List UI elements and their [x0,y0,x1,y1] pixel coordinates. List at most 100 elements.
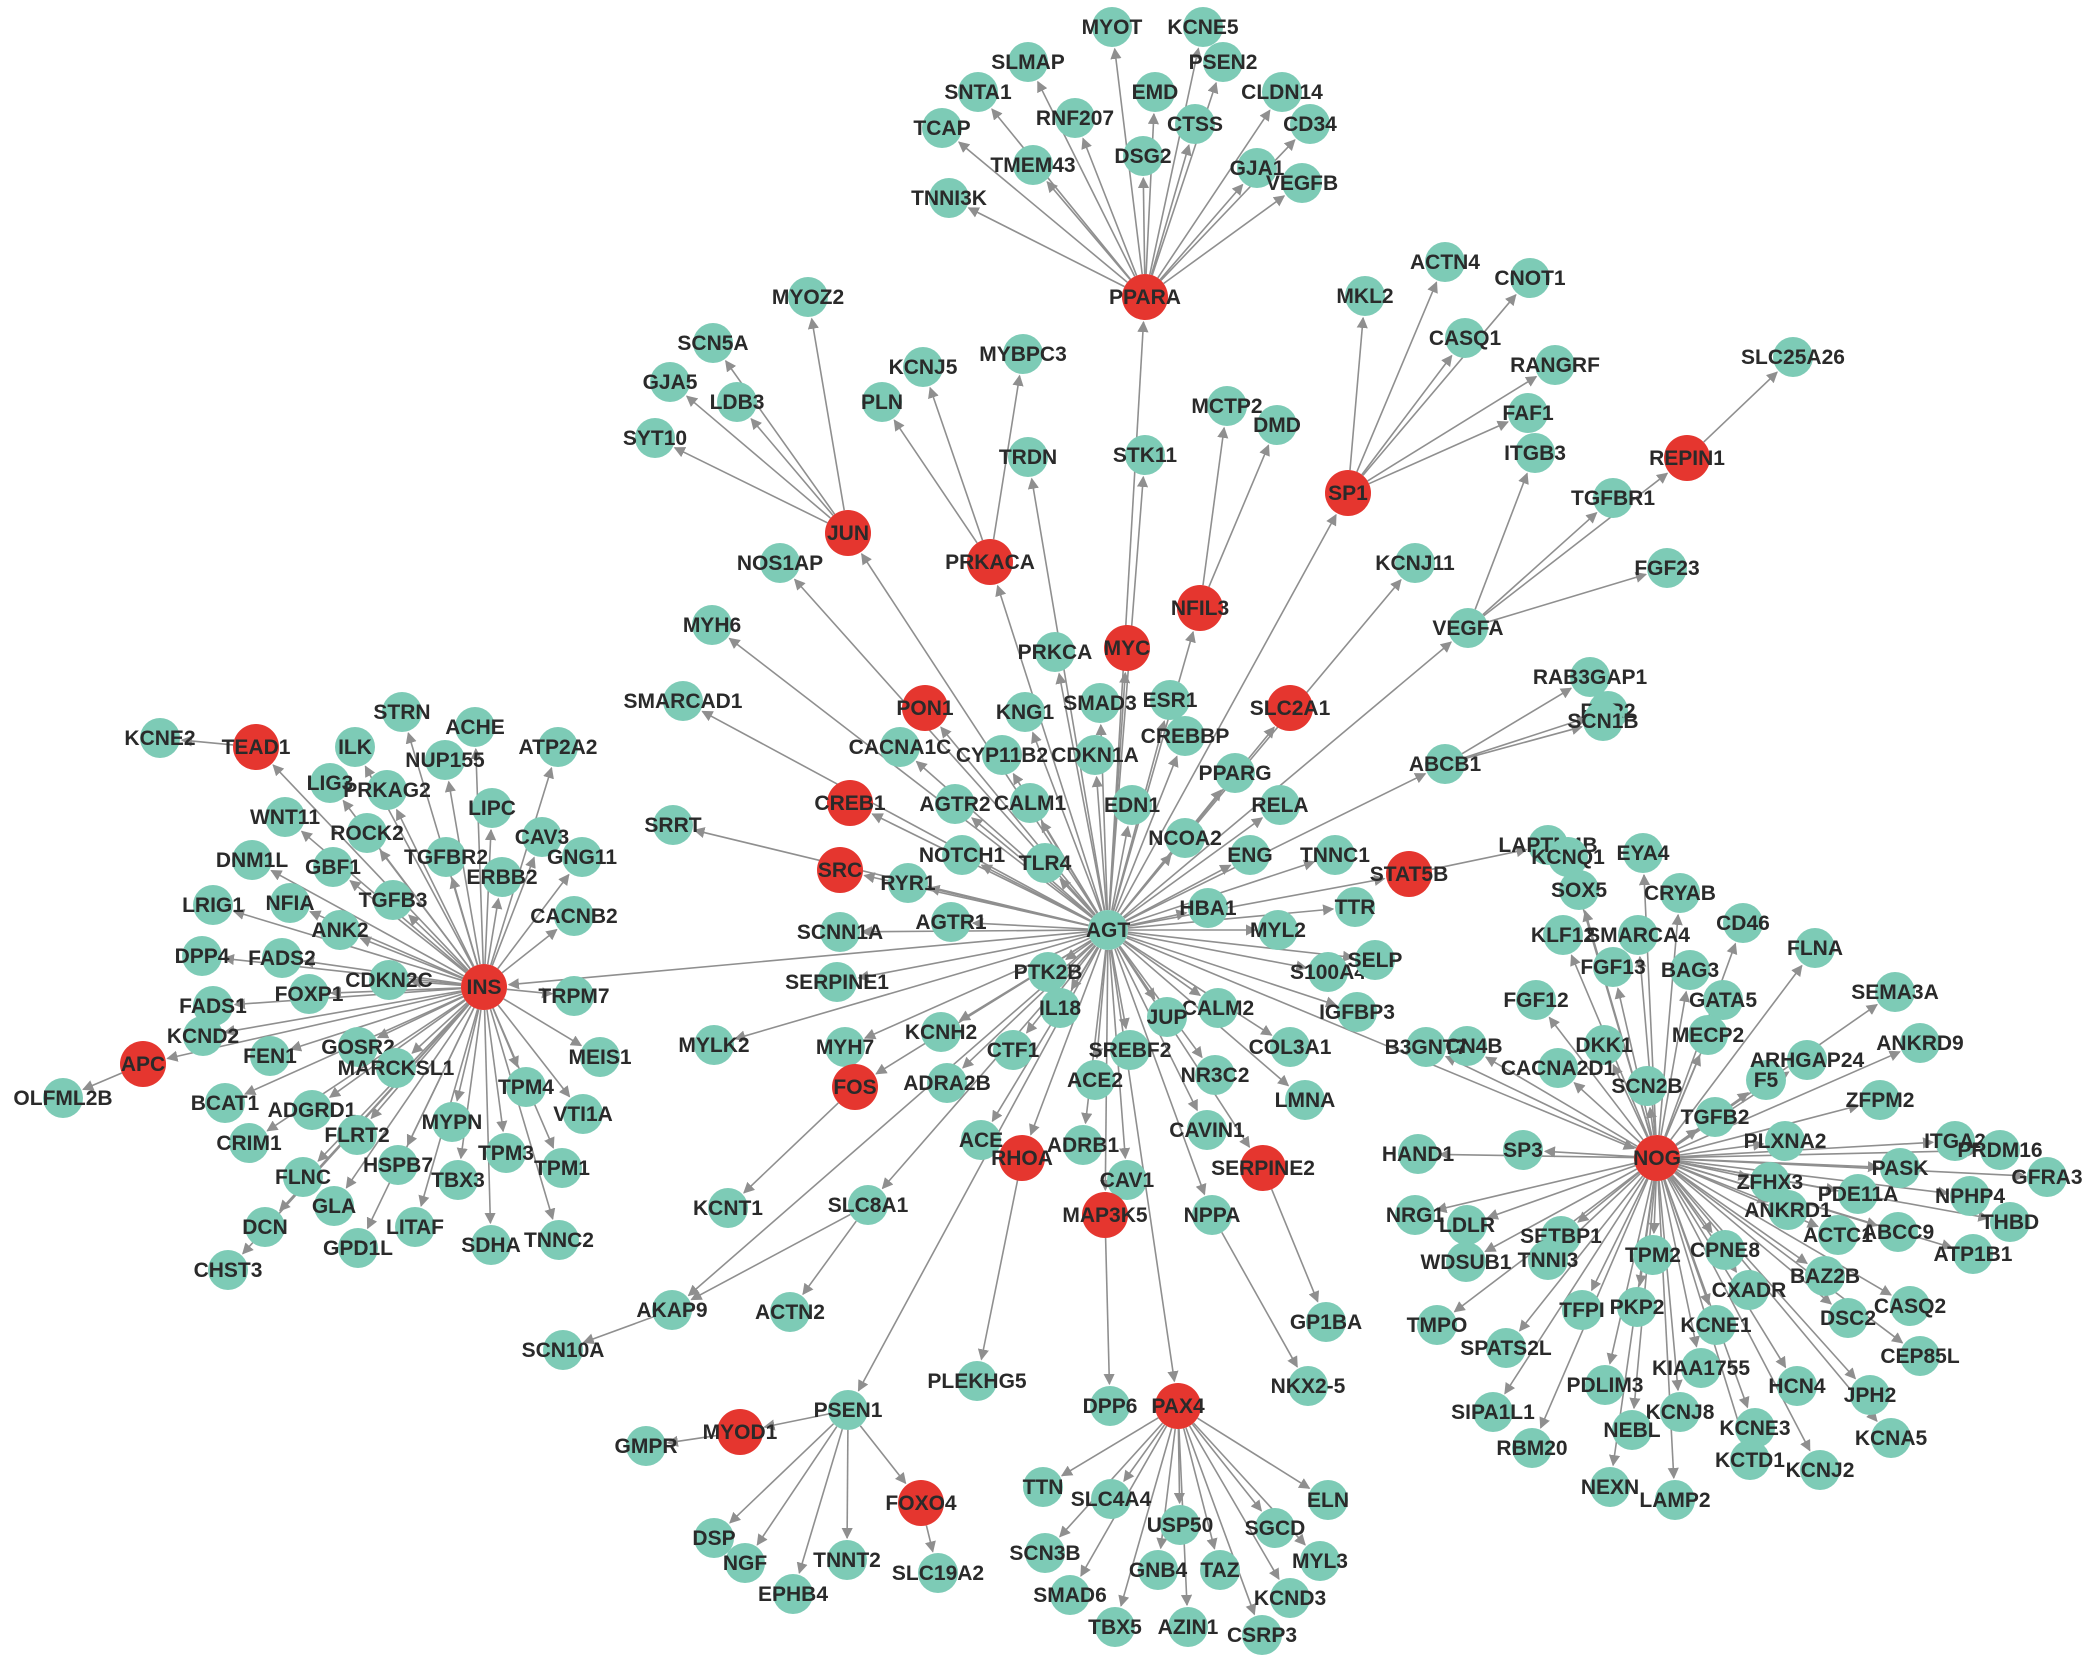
gene-node-dcn[interactable]: DCN [242,1207,288,1247]
gene-node-kiaa1755[interactable]: KIAA1755 [1652,1348,1750,1388]
gene-node-mypn[interactable]: MYPN [422,1102,483,1142]
node-circle[interactable] [1660,873,1700,913]
node-circle[interactable] [1200,1550,1240,1590]
gene-node-rnf207[interactable]: RNF207 [1036,98,1114,138]
node-circle[interactable] [1092,7,1132,47]
node-circle[interactable] [1516,980,1556,1020]
gene-node-taz[interactable]: TAZ [1200,1550,1240,1590]
gene-node-nup155[interactable]: NUP155 [405,740,485,780]
gene-node-snta1[interactable]: SNTA1 [944,72,1012,112]
node-circle[interactable] [1647,548,1687,588]
node-circle[interactable] [337,1115,377,1155]
gene-node-myh7[interactable]: MYH7 [816,1027,874,1067]
gene-node-edn1[interactable]: EDN1 [1104,785,1160,825]
gene-node-nr3c2[interactable]: NR3C2 [1181,1055,1250,1095]
node-circle[interactable] [522,817,562,857]
node-circle[interactable] [1623,833,1663,873]
node-circle[interactable] [652,1290,692,1330]
gene-node-hspb7[interactable]: HSPB7 [363,1145,433,1185]
gene-node-hba1[interactable]: HBA1 [1179,888,1237,928]
gene-node-itgb3[interactable]: ITGB3 [1504,433,1566,473]
gene-node-serpine1[interactable]: SERPINE1 [785,962,889,1002]
node-circle[interactable] [1585,1365,1625,1405]
gene-node-emd[interactable]: EMD [1132,72,1179,112]
gene-node-scn4b[interactable]: SCN4B [1431,1026,1503,1066]
gene-node-esr1[interactable]: ESR1 [1143,680,1198,720]
node-circle[interactable] [1095,1607,1135,1647]
gene-node-rangrf[interactable]: RANGRF [1510,345,1600,385]
node-circle[interactable] [120,1041,166,1087]
gene-node-srrt[interactable]: SRRT [644,805,702,845]
node-circle[interactable] [1562,1290,1602,1330]
node-circle[interactable] [694,1025,734,1065]
node-circle[interactable] [1878,1212,1918,1252]
node-circle[interactable] [921,1012,961,1052]
gene-node-tnni3[interactable]: TNNI3 [1518,1240,1579,1280]
node-circle[interactable] [1875,972,1915,1012]
node-circle[interactable] [1262,72,1302,112]
gene-node-mkl2[interactable]: MKL2 [1336,276,1394,316]
node-circle[interactable] [1935,1121,1975,1161]
node-circle[interactable] [1240,1145,1286,1191]
gene-node-spats2l[interactable]: SPATS2L [1460,1328,1552,1368]
node-circle[interactable] [1828,1298,1868,1338]
gene-node-gja5[interactable]: GJA5 [643,362,698,402]
gene-node-gpd1l[interactable]: GPD1L [323,1228,393,1268]
gene-node-slc8a1[interactable]: SLC8A1 [828,1185,909,1225]
gene-node-tmpo[interactable]: TMPO [1407,1305,1468,1345]
node-circle[interactable] [1028,952,1068,992]
gene-node-kcnd3[interactable]: KCND3 [1254,1578,1326,1618]
gene-node-s100a4[interactable]: S100A4 [1290,952,1366,992]
node-circle[interactable] [461,964,507,1010]
node-circle[interactable] [270,883,310,923]
node-circle[interactable] [232,840,272,880]
node-circle[interactable] [1088,910,1128,950]
gene-node-klf12[interactable]: KLF12 [1531,915,1595,955]
gene-node-tbx5[interactable]: TBX5 [1088,1607,1142,1647]
node-circle[interactable] [425,740,465,780]
node-circle[interactable] [1768,1190,1808,1230]
hub-node-rhoa[interactable]: RHOA [991,1135,1053,1181]
node-circle[interactable] [1091,1479,1131,1519]
node-circle[interactable] [320,910,360,950]
node-circle[interactable] [1177,585,1223,631]
gene-node-tgfb3[interactable]: TGFB3 [359,880,428,920]
node-circle[interactable] [563,1094,603,1134]
gene-node-tgfb2[interactable]: TGFB2 [1681,1097,1750,1137]
gene-node-cryab[interactable]: CRYAB [1644,873,1716,913]
gene-node-cacna2d1[interactable]: CACNA2D1 [1501,1048,1616,1088]
gene-node-lig3[interactable]: LIG3 [307,763,354,803]
node-circle[interactable] [1306,1302,1346,1342]
node-circle[interactable] [1515,433,1555,473]
node-circle[interactable] [1230,835,1270,875]
hub-node-pax4[interactable]: PAX4 [1151,1383,1205,1429]
gene-node-cep85l[interactable]: CEP85L [1880,1336,1960,1376]
gene-node-b3gnt7[interactable]: B3GNT7 [1385,1027,1468,1067]
gene-node-csrp3[interactable]: CSRP3 [1227,1615,1297,1655]
node-circle[interactable] [292,1090,332,1130]
node-circle[interactable] [1695,1097,1735,1137]
node-circle[interactable] [1818,1215,1858,1255]
node-circle[interactable] [888,863,928,903]
gene-node-agt[interactable]: AGT [1086,910,1131,950]
node-circle[interactable] [1800,1450,1840,1490]
node-circle[interactable] [369,960,409,1000]
node-circle[interactable] [1900,1336,1940,1376]
hub-node-pon1[interactable]: PON1 [896,685,954,731]
gene-node-kcnj11[interactable]: KCNJ11 [1375,543,1455,583]
hub-node-nfil3[interactable]: NFIL3 [1171,585,1229,631]
node-circle[interactable] [1395,1195,1435,1235]
gene-node-trpm7[interactable]: TRPM7 [538,976,610,1016]
gene-node-plxna2[interactable]: PLXNA2 [1744,1121,1827,1161]
gene-node-gja1[interactable]: GJA1 [1230,148,1285,188]
node-circle[interactable] [1634,1135,1680,1181]
gene-node-gmpr[interactable]: GMPR [615,1426,678,1466]
gene-node-scn10a[interactable]: SCN10A [522,1330,605,1370]
gene-node-gp1ba[interactable]: GP1BA [1290,1302,1362,1342]
node-circle[interactable] [1025,843,1065,883]
hub-node-jun[interactable]: JUN [825,510,871,556]
node-circle[interactable] [376,1048,416,1088]
node-circle[interactable] [1446,1242,1486,1282]
node-circle[interactable] [788,277,828,317]
gene-node-ldb3[interactable]: LDB3 [710,382,765,422]
